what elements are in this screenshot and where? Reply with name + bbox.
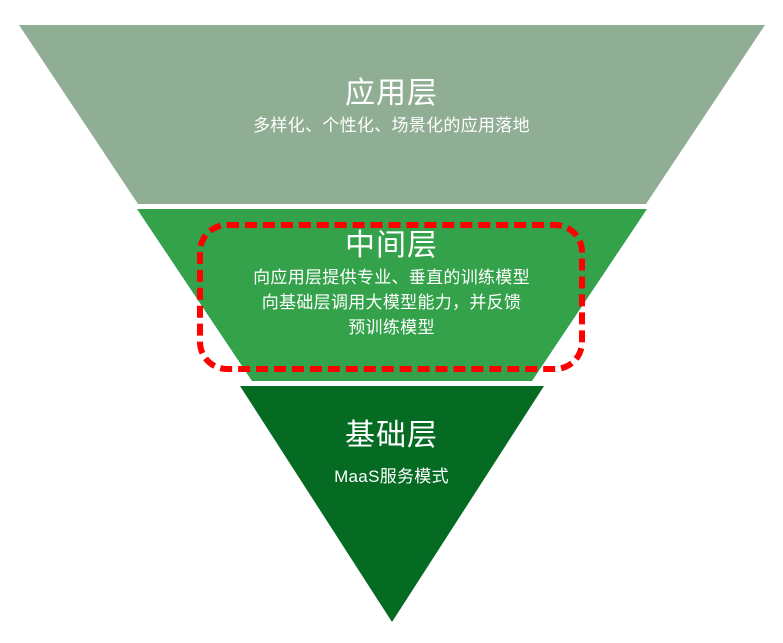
layer-shape-foundation[interactable] [240, 386, 544, 622]
layer-shape-application[interactable] [19, 25, 765, 204]
layer-shape-middle[interactable] [137, 209, 647, 381]
middle-layer-highlight-box[interactable] [197, 222, 585, 372]
